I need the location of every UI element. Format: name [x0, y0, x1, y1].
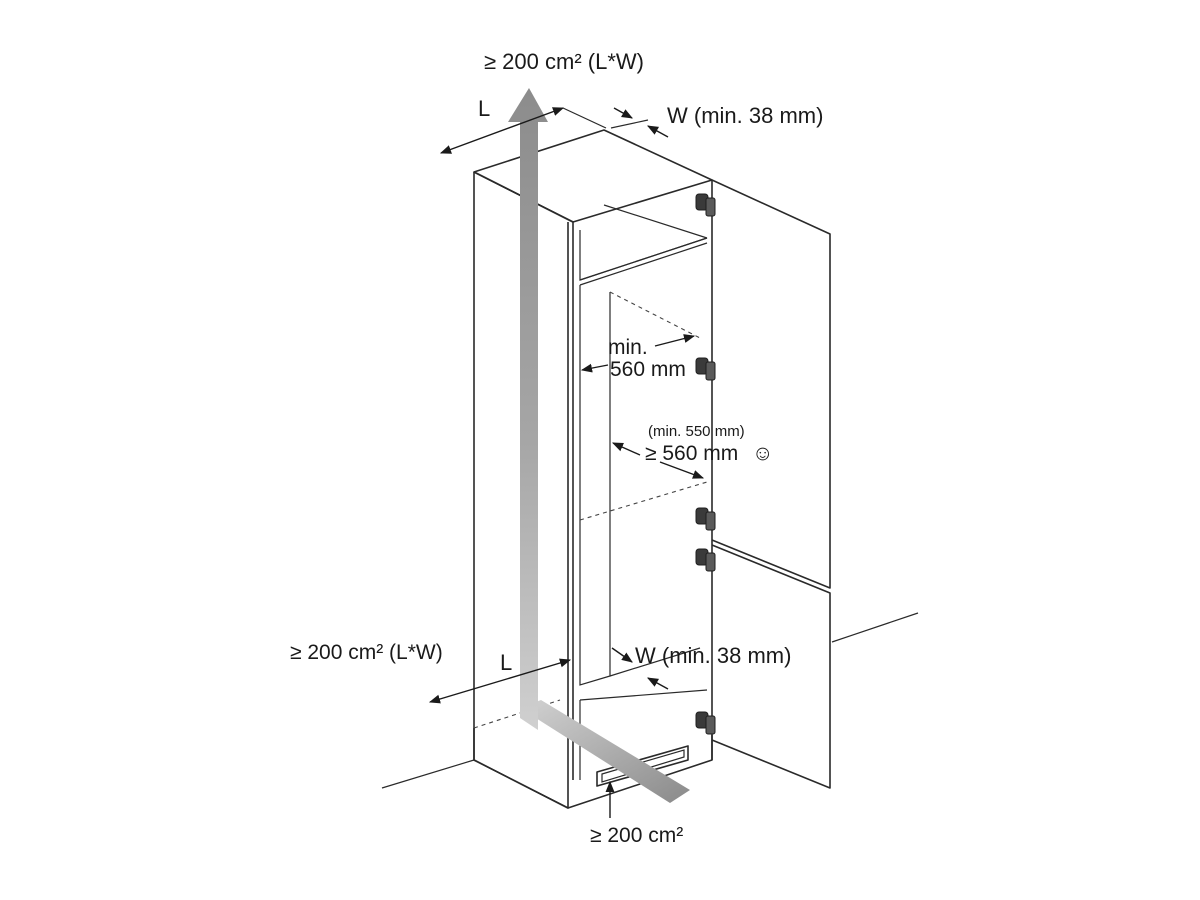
bottom-length-label: L	[500, 650, 512, 675]
cabinet	[473, 129, 713, 809]
top-length-label: L	[478, 96, 490, 121]
bottom-width-label: W (min. 38 mm)	[635, 643, 791, 668]
airflow	[508, 88, 690, 803]
smiley-icon: ☺	[752, 442, 773, 465]
floor-lines	[381, 612, 919, 789]
inner-width-min-label: min.	[608, 336, 648, 359]
hinge-icon	[695, 357, 716, 381]
hinge-icon	[695, 711, 716, 735]
hinge-icon	[695, 548, 716, 572]
door-panels	[711, 179, 831, 789]
hinges	[695, 193, 716, 735]
top-vent-area-label: ≥ 200 cm² (L*W)	[484, 49, 644, 74]
inner-width-value-label: 560 mm	[610, 358, 686, 381]
airflow-bottom-arrow-icon	[520, 700, 690, 803]
depth-min-label: (min. 550 mm)	[648, 423, 745, 440]
depth-value-label: ≥ 560 mm	[645, 442, 738, 465]
bottom-vent-area-label: ≥ 200 cm² (L*W)	[290, 641, 443, 664]
plinth-vent-area-label: ≥ 200 cm²	[590, 824, 683, 847]
hinge-icon	[695, 193, 716, 217]
hinge-icon	[695, 507, 716, 531]
labels: ≥ 200 cm² (L*W) L W (min. 38 mm) min. 56…	[290, 49, 823, 847]
dimensions	[428, 107, 705, 818]
airflow-up-arrow-icon	[508, 88, 548, 730]
top-width-label: W (min. 38 mm)	[667, 103, 823, 128]
